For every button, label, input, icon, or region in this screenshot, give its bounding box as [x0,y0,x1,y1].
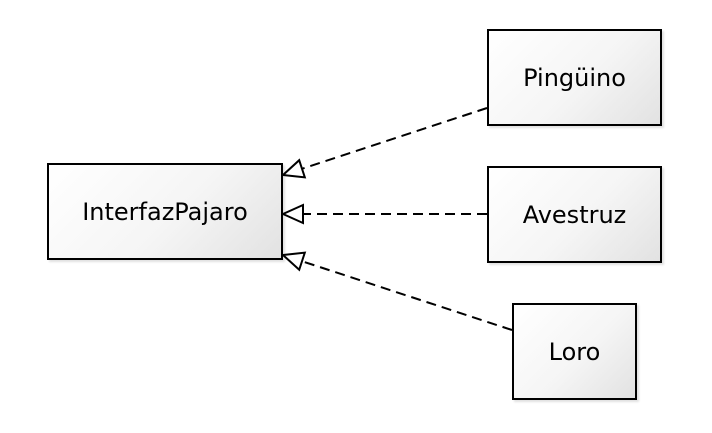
node-interfazpajaro: InterfazPajaro [47,163,283,260]
node-avestruz: Avestruz [487,166,662,263]
node-pinguino-label: Pingüino [523,63,626,92]
node-loro-label: Loro [548,337,601,366]
edge-pinguino-to-interfazpajaro [280,107,488,179]
node-pinguino: Pingüino [487,29,662,126]
node-interfazpajaro-label: InterfazPajaro [82,197,248,226]
node-loro: Loro [512,303,637,400]
node-avestruz-label: Avestruz [522,200,627,229]
edge-loro-to-interfazpajaro [280,251,513,331]
